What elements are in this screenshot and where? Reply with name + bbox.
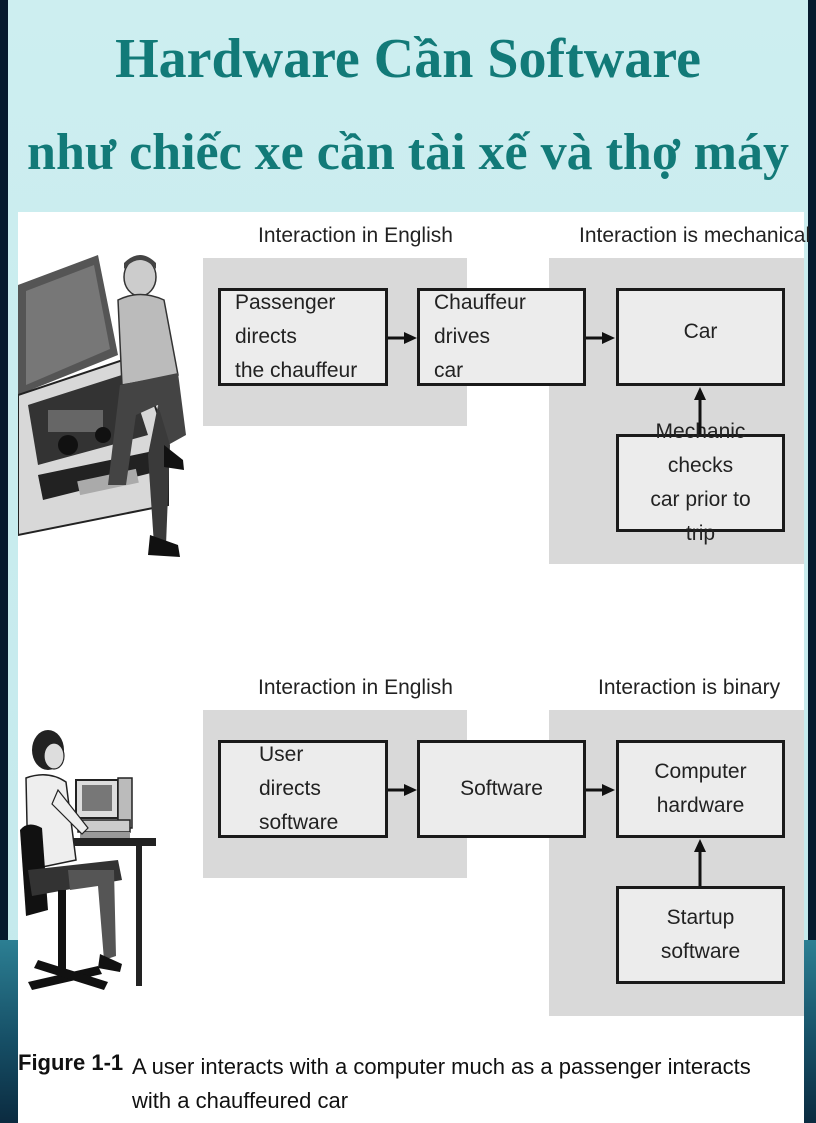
arrow-right-icon bbox=[586, 784, 615, 796]
label-interaction-english-top: Interaction in English bbox=[258, 224, 453, 247]
box-startup-software: Startup software bbox=[616, 886, 785, 984]
slide-title: Hardware Cần Software bbox=[115, 28, 701, 90]
box-software: Software bbox=[417, 740, 586, 838]
box-passenger-directs: Passenger directs the chauffeur bbox=[218, 288, 388, 386]
arrow-up-icon bbox=[694, 387, 706, 434]
arrow-up-icon bbox=[694, 839, 706, 886]
box-computer-hardware: Computer hardware bbox=[616, 740, 785, 838]
label-interaction-english-bottom: Interaction in English bbox=[258, 676, 453, 699]
box-chauffeur-drives: Chauffeur drives car bbox=[417, 288, 586, 386]
box-mechanic-checks: Mechanic checks car prior to trip bbox=[616, 420, 785, 545]
box-car-text: Car bbox=[683, 320, 718, 343]
box-passenger-directs-text: Passenger directs the chauffeur bbox=[235, 291, 358, 382]
slide-subtitle: như chiếc xe cần tài xế và thợ máy bbox=[27, 124, 789, 181]
figure-caption: A user interacts with a computer much as… bbox=[132, 1054, 751, 1113]
label-interaction-binary: Interaction is binary bbox=[598, 676, 781, 699]
box-computer-hardware-text: Computer hardware bbox=[654, 760, 747, 817]
box-software-text: Software bbox=[460, 777, 543, 800]
man-with-car-illustration bbox=[18, 255, 186, 557]
woman-at-computer-illustration bbox=[20, 730, 156, 990]
arrow-right-icon bbox=[586, 332, 615, 344]
arrow-right-icon bbox=[388, 332, 417, 344]
box-mechanic-checks-text: Mechanic checks car prior to trip bbox=[650, 420, 751, 545]
figure-number: Figure 1-1 bbox=[18, 1050, 124, 1075]
box-user-directs: User directs software bbox=[218, 740, 388, 838]
box-user-directs-text: User directs software bbox=[259, 743, 339, 834]
arrow-right-icon bbox=[388, 784, 417, 796]
box-chauffeur-drives-text: Chauffeur drives car bbox=[434, 291, 526, 382]
box-startup-software-text: Startup software bbox=[660, 906, 741, 963]
label-interaction-mechanical: Interaction is mechanical bbox=[579, 224, 811, 247]
box-car: Car bbox=[616, 288, 785, 386]
